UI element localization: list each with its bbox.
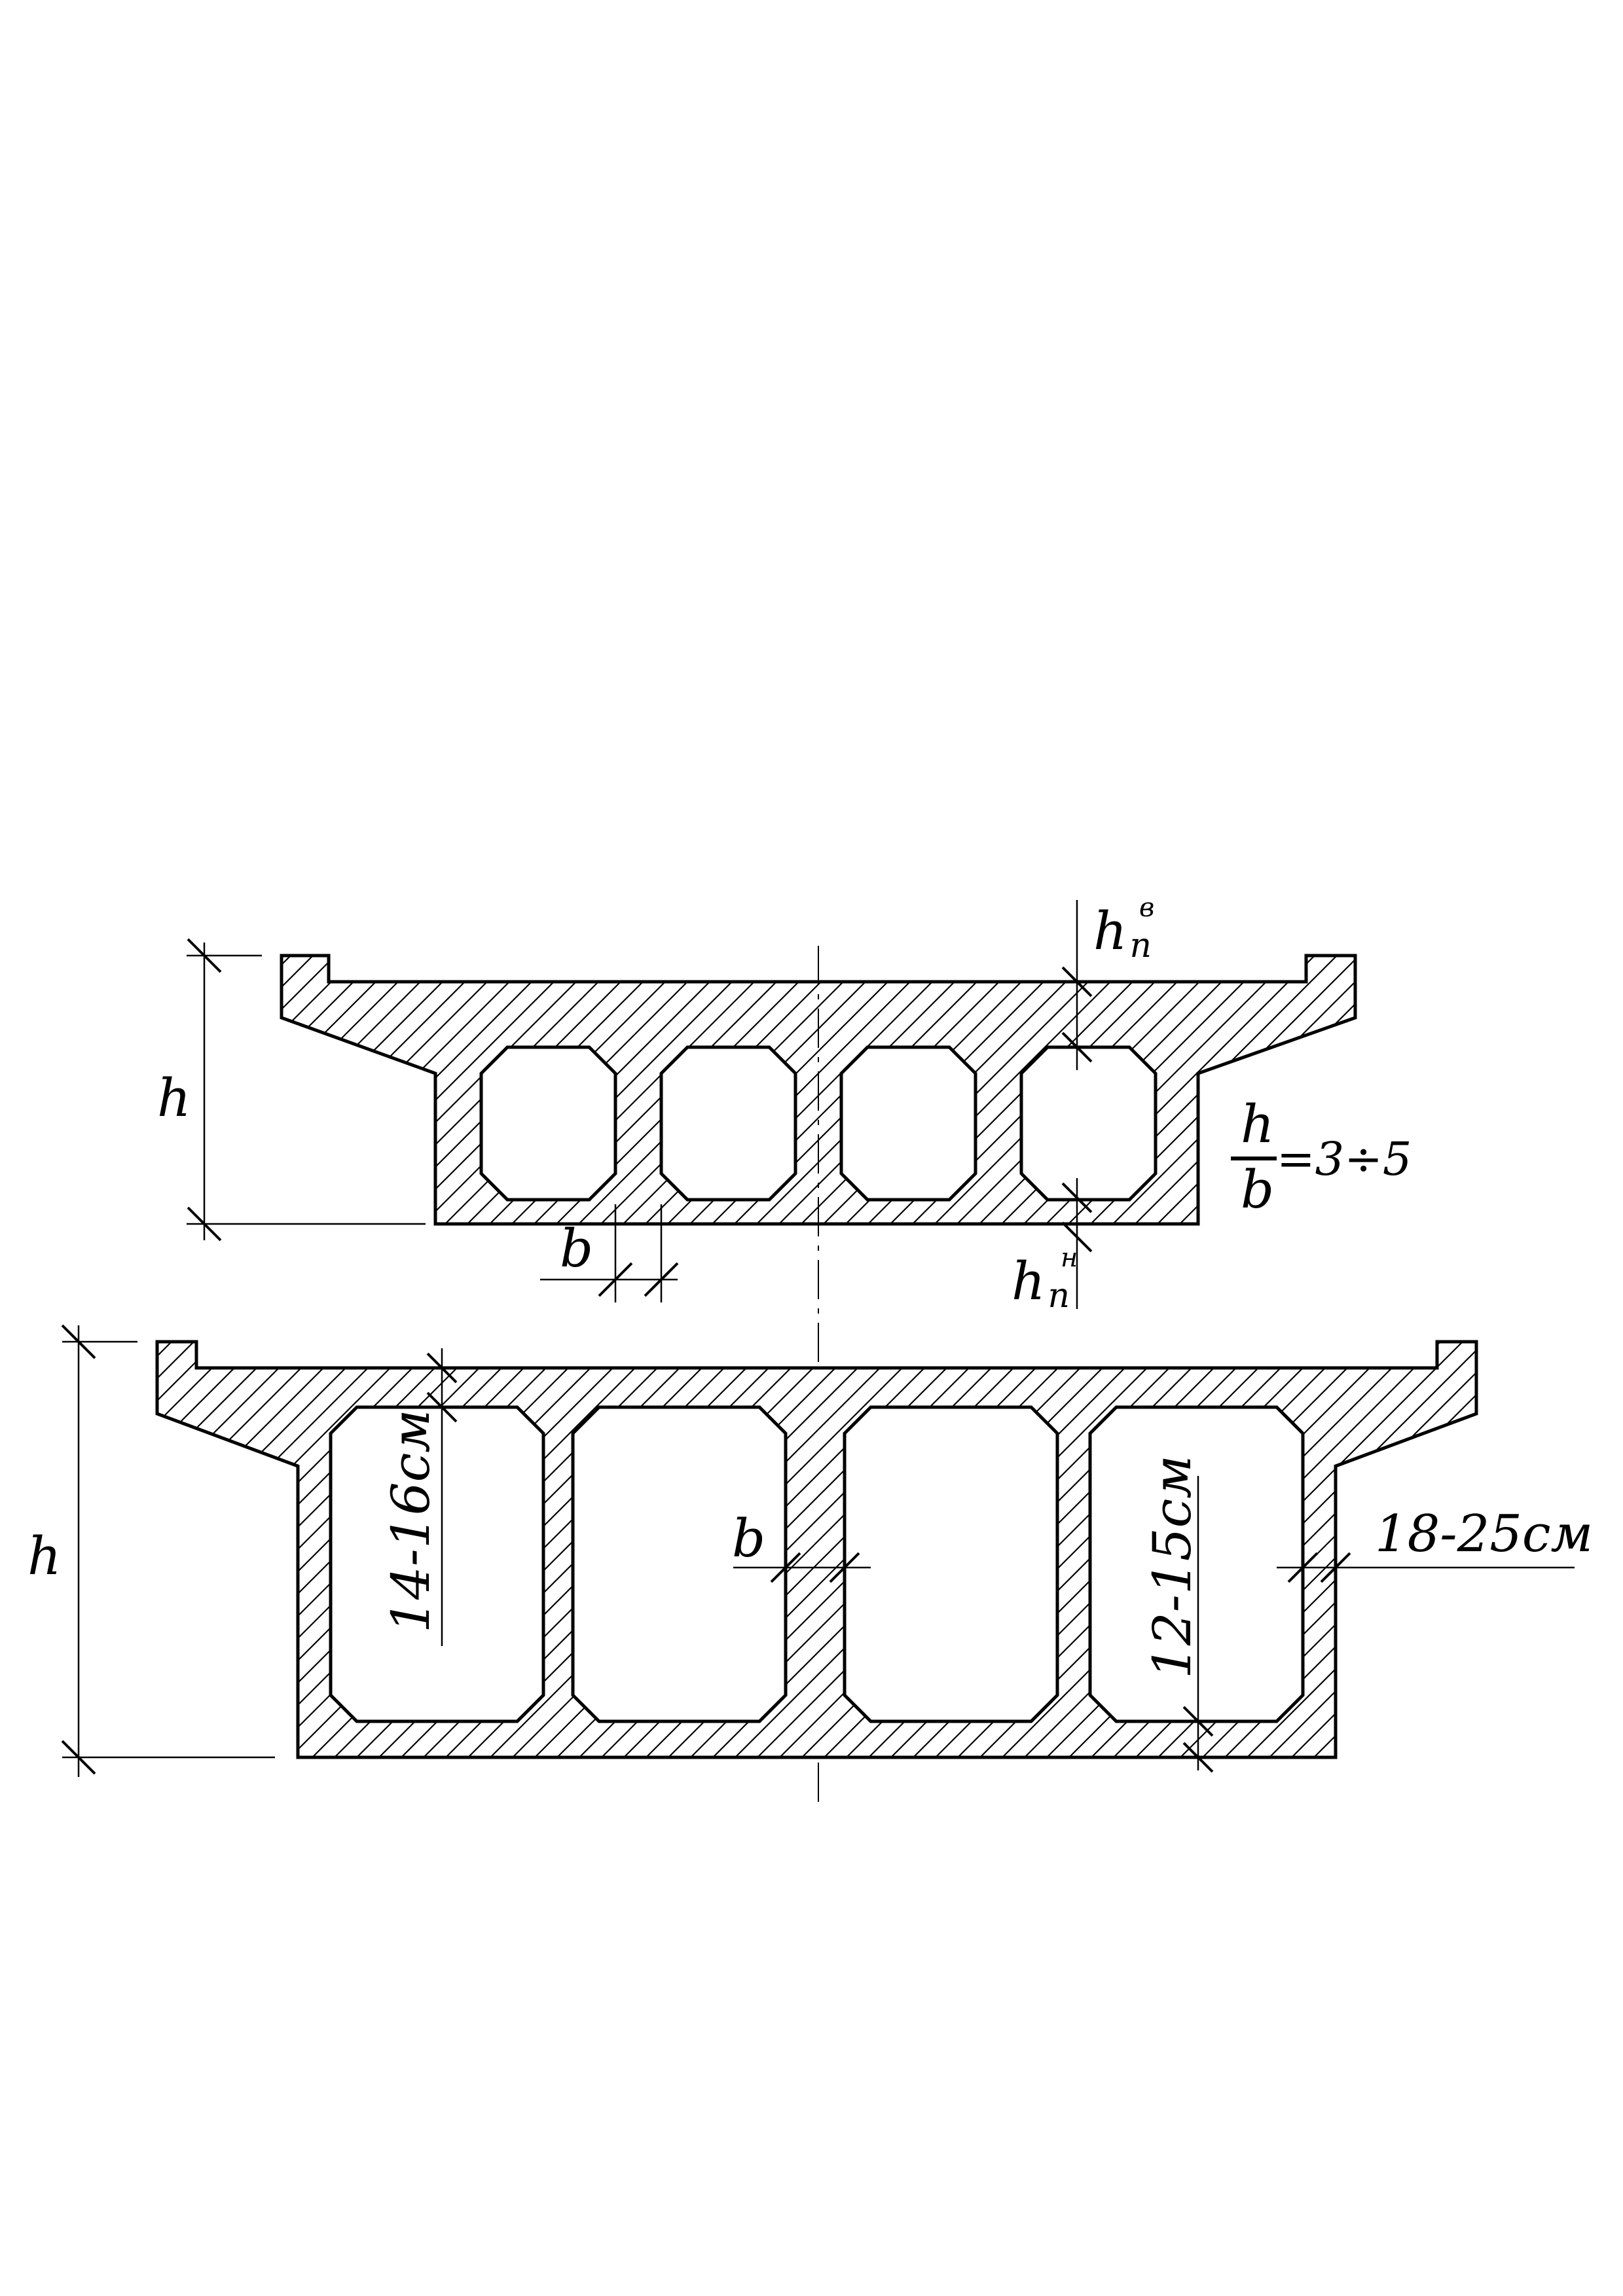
bottom-void-1 [329,1405,545,1723]
top-web-dimension: b [540,1204,679,1302]
bottom-upper-slab-label: 14-16см [380,1409,441,1633]
bottom-lower-slab-label: 12-15см [1142,1455,1203,1679]
ratio-numerator: h [1241,1094,1275,1155]
top-upper-slab-sup: в [1139,893,1154,923]
top-girder-section: h b h п в h [157,893,1412,1316]
top-upper-slab-base: h [1093,901,1127,961]
top-lower-slab-sup: н [1061,1243,1078,1273]
top-height-dimension: h [157,938,426,1242]
bottom-web-dimension: b [732,1508,871,1583]
ratio-value: =3÷5 [1277,1132,1412,1186]
bottom-height-dimension: h [27,1324,275,1777]
top-web-label: b [560,1218,593,1279]
bottom-outer-wall-label: 18-25см [1375,1505,1593,1564]
bottom-web-label: b [732,1508,765,1569]
bottom-outer-wall-dimension: 18-25см [1277,1505,1593,1583]
bottom-void-3 [843,1405,1059,1723]
top-lower-slab-base: h [1012,1251,1046,1312]
top-void-1 [479,1045,617,1202]
bottom-lower-slab-dimension: 12-15см [1142,1455,1214,1773]
ratio-formula: h b =3÷5 [1231,1094,1412,1220]
top-lower-slab-sub: п [1048,1276,1070,1316]
bottom-height-label: h [27,1526,62,1587]
top-upper-slab-label: h п [1093,901,1152,965]
bottom-void-4 [1088,1405,1305,1723]
bottom-girder-section: h 14-16см b 12-15см 18-25см [27,1324,1593,1777]
bottom-void-2 [571,1405,788,1723]
bottom-upper-slab-dimension: 14-16см [380,1348,458,1646]
top-void-3 [839,1045,977,1202]
top-void-2 [659,1045,797,1202]
top-lower-slab-label: h п [1012,1251,1070,1316]
top-lower-slab-dimension: h п н [1012,1178,1093,1316]
top-upper-slab-dimension: h п в [1061,893,1154,1070]
top-height-label: h [157,1067,191,1128]
top-void-4 [1019,1045,1158,1202]
ratio-denominator: b [1241,1159,1274,1220]
top-upper-slab-sub: п [1130,926,1152,965]
